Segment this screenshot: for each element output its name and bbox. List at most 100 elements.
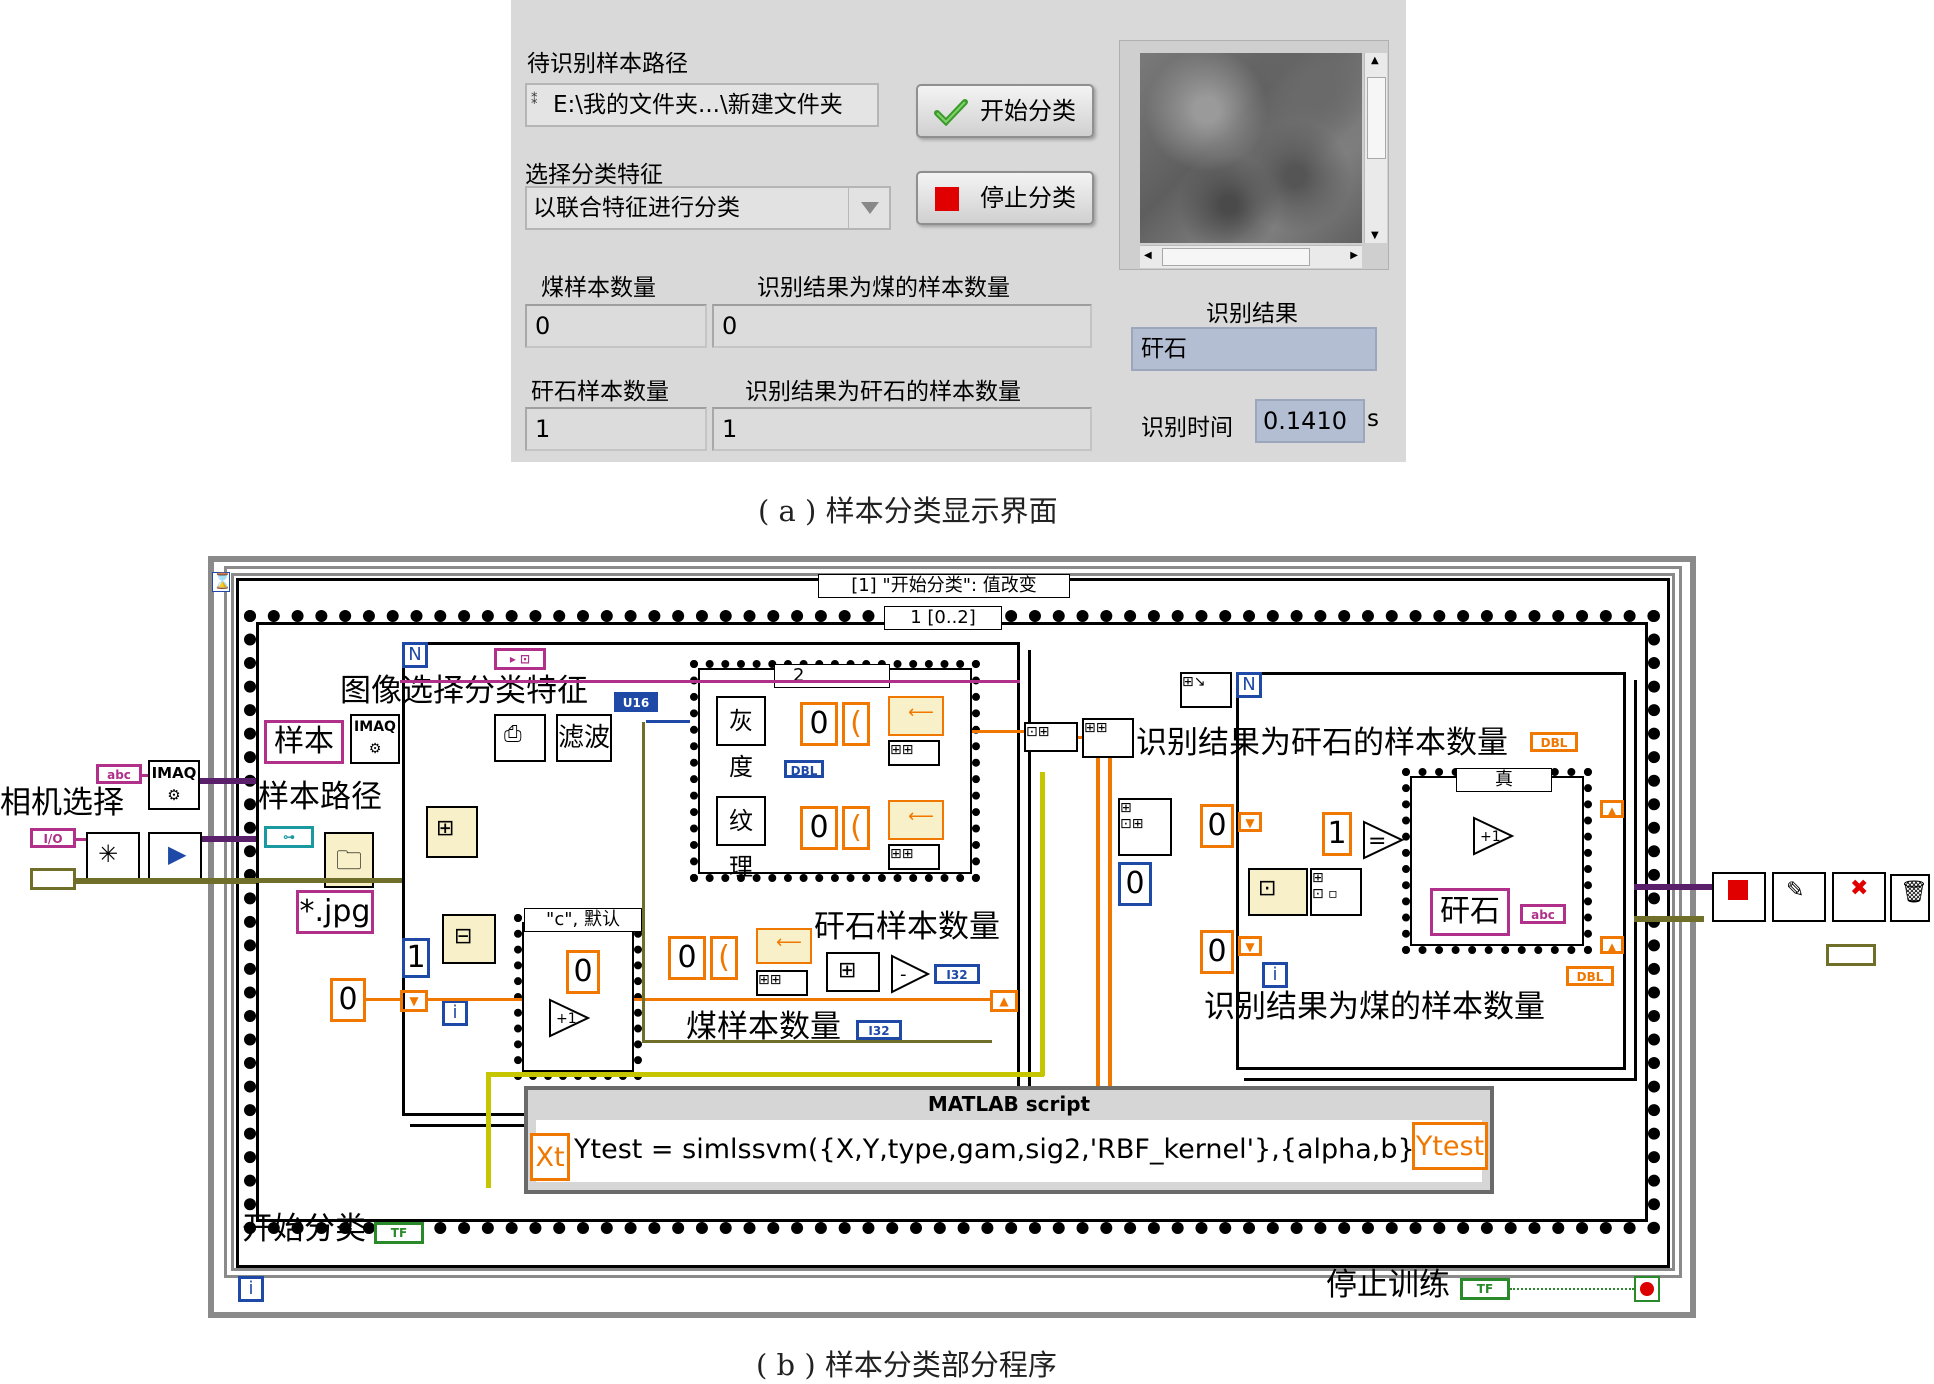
path-tag-terminal[interactable]: ▸ ⊡ <box>494 648 546 670</box>
matlab-script-node[interactable]: MATLAB script Xt Ytest = simlssvm({X,Y,t… <box>524 1086 1494 1194</box>
dbl-terminal-2[interactable]: DBL <box>1530 732 1578 752</box>
gray-paren-node[interactable]: ( <box>842 702 870 746</box>
const-zero-left[interactable]: 0 <box>330 978 366 1022</box>
gray-zero-const[interactable]: 0 <box>800 702 838 746</box>
texture-array-size[interactable]: ⊞⊞ <box>888 844 940 870</box>
u16-terminal[interactable]: U16 <box>614 692 658 712</box>
result-label: 识别结果 <box>1206 301 1298 327</box>
sequence-selector[interactable]: 1 [0..2] <box>884 606 1002 630</box>
camera-config-node[interactable]: ▶ <box>148 832 202 880</box>
texture-zero-const[interactable]: 0 <box>800 806 838 850</box>
io-terminal[interactable]: I/O <box>30 828 76 848</box>
chevron-down-icon[interactable] <box>848 188 889 228</box>
gangue-string-const[interactable]: 矸石 <box>1430 888 1510 936</box>
dbl-terminal-3[interactable]: DBL <box>1566 966 1614 986</box>
index-array-node[interactable]: ⊟ <box>442 914 496 964</box>
filter-node[interactable]: 滤波 <box>556 714 612 762</box>
camera-stop-node[interactable] <box>1712 872 1766 922</box>
start-tf-terminal[interactable]: TF <box>374 1222 424 1244</box>
increment-node[interactable]: +1 <box>548 998 592 1038</box>
i32-terminal-2[interactable]: I32 <box>856 1020 902 1040</box>
wire <box>428 998 522 1001</box>
cluster-terminal[interactable] <box>30 868 76 890</box>
result-indicator: 矸石 <box>1131 327 1377 371</box>
vertical-scrollbar[interactable]: ▲ ▼ <box>1364 53 1387 243</box>
const-zero-blue[interactable]: 0 <box>1118 862 1152 906</box>
error-out-terminal[interactable] <box>1826 944 1876 966</box>
array-size-node[interactable]: ⊞⊞ <box>756 970 808 996</box>
matlab-input-xt[interactable]: Xt <box>530 1133 570 1181</box>
bundle-node-1[interactable]: ⊡⊞ <box>1024 722 1078 752</box>
wire <box>642 1040 992 1043</box>
time-label: 识别时间 <box>1141 415 1233 441</box>
path-terminal[interactable]: ⊶ <box>264 826 314 848</box>
wire <box>646 720 690 723</box>
stop-tf-terminal[interactable]: TF <box>1460 1278 1510 1300</box>
stop-classify-button[interactable]: 停止分类 <box>916 171 1094 225</box>
loop-condition-terminal[interactable] <box>1634 1276 1660 1302</box>
texture-paren-node[interactable]: ( <box>842 806 870 850</box>
start-classify-button[interactable]: 开始分类 <box>916 84 1094 138</box>
coal-result-zero[interactable]: 0 <box>1200 930 1234 974</box>
event-selector[interactable]: [1] "开始分类": 值改变 <box>818 574 1070 598</box>
scroll-thumb-h[interactable] <box>1162 248 1310 266</box>
gangue-insert-node[interactable]: ⟵ <box>756 928 812 964</box>
scroll-down-icon[interactable]: ▼ <box>1371 230 1379 241</box>
imaq-create-node[interactable]: IMAQ⚙ <box>350 714 400 764</box>
const-one[interactable]: 1 <box>402 938 430 978</box>
feature-select[interactable]: 以联合特征进行分类 <box>525 186 891 230</box>
array-input-node[interactable]: ⊞↘ <box>1180 672 1232 708</box>
jpg-constant[interactable]: *.jpg <box>296 890 374 934</box>
matlab-body[interactable]: Xt Ytest = simlssvm({X,Y,type,gam,sig2,'… <box>530 1120 1488 1182</box>
case-2-selector[interactable]: 2 <box>774 664 890 688</box>
scroll-left-icon[interactable]: ◀ <box>1144 250 1152 261</box>
increment-node-2[interactable]: +1 <box>1472 816 1516 856</box>
scroll-up-icon[interactable]: ▲ <box>1371 55 1379 66</box>
gangue-result-zero[interactable]: 0 <box>1200 804 1234 848</box>
camera-close-node[interactable]: ✖ <box>1832 872 1886 922</box>
case-c-zero[interactable]: 0 <box>566 950 600 994</box>
image-display[interactable]: ▲ ▼ ◀ ▶ <box>1119 40 1389 270</box>
abc-terminal[interactable]: abc <box>96 764 142 784</box>
imaq-node[interactable]: IMAQ⚙ <box>148 760 200 810</box>
case-c-selector[interactable]: "c", 默认 <box>524 908 642 932</box>
time-unit: s <box>1367 406 1379 432</box>
sample-constant[interactable]: 样本 <box>264 720 344 764</box>
gray-node[interactable]: 灰度 <box>716 696 766 781</box>
gangue-paren-node[interactable]: ( <box>710 936 738 980</box>
dispose-node[interactable]: 🗑 <box>1890 874 1930 922</box>
path-field[interactable]: ⁑ E:\我的文件夹...\新建文件夹 <box>525 83 879 127</box>
build-array-node[interactable]: ⊞ <box>426 806 478 858</box>
dbl-terminal-1[interactable]: DBL <box>784 760 824 778</box>
scroll-thumb[interactable] <box>1367 77 1386 159</box>
matlab-code[interactable]: Ytest = simlssvm({X,Y,type,gam,sig2,'RBF… <box>574 1134 1472 1165</box>
array-node[interactable]: ⊞ <box>826 952 880 992</box>
abc-terminal-2[interactable]: abc <box>1520 904 1566 924</box>
image-select-feature-label: 图像选择分类特征 <box>340 673 588 709</box>
i32-terminal-1[interactable]: I32 <box>934 964 980 984</box>
transpose-node[interactable]: ⊞⊡⊞ <box>1118 798 1172 856</box>
camera-open-node[interactable]: ✳ <box>86 832 140 880</box>
equal-node[interactable]: = <box>1362 820 1404 860</box>
image-read-node[interactable]: ⎙ <box>494 714 546 762</box>
case-true-selector[interactable]: 真 <box>1456 768 1552 792</box>
wire <box>366 998 402 1001</box>
wire <box>400 680 1020 683</box>
gangue-zero-const[interactable]: 0 <box>668 936 706 980</box>
index-node-2[interactable]: ⊡ <box>1248 868 1308 916</box>
gray-insert-node[interactable]: ⟵ <box>888 696 944 736</box>
gray-array-size[interactable]: ⊞⊞ <box>888 740 940 766</box>
texture-node[interactable]: 纹理 <box>716 796 766 881</box>
matlab-output-ytest[interactable]: Ytest <box>1412 1122 1488 1170</box>
texture-insert-node[interactable]: ⟵ <box>888 800 944 840</box>
subtract-node[interactable]: - <box>890 954 930 994</box>
camera-config-exit-node[interactable]: ✎ <box>1772 872 1826 922</box>
const-one-orange[interactable]: 1 <box>1322 812 1352 856</box>
bundle-node-2[interactable]: ⊞⊞ <box>1082 718 1134 758</box>
loop-n-terminal[interactable]: N <box>402 642 428 668</box>
subset-node[interactable]: ⊞⊡ ▫ <box>1310 868 1362 916</box>
horizontal-scrollbar[interactable]: ◀ ▶ <box>1140 245 1362 268</box>
insert-icon: ⟵ <box>776 932 802 953</box>
loop2-n-terminal[interactable]: N <box>1236 672 1262 698</box>
scroll-right-icon[interactable]: ▶ <box>1350 250 1358 261</box>
